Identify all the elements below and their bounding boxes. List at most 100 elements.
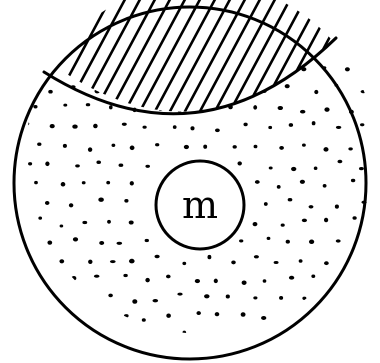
stipple-dot: [360, 123, 364, 126]
stipple-dot: [193, 354, 198, 358]
stipple-dot: [289, 276, 294, 280]
stipple-dot: [13, 69, 17, 72]
stipple-dot: [45, 201, 49, 205]
stipple-dot: [351, 257, 355, 260]
stipple-dot: [27, 243, 32, 246]
stipple-dot: [324, 218, 328, 222]
stipple-dot: [286, 240, 290, 244]
stipple-dot: [302, 219, 307, 223]
stipple-dot: [253, 105, 257, 109]
stipple-dot: [207, 335, 211, 340]
stipple-dot: [336, 126, 341, 129]
stipple-dot: [312, 121, 316, 125]
stipple-dot: [267, 237, 271, 240]
stipple-dot: [182, 331, 186, 335]
stipple-dot: [226, 295, 230, 299]
stipple-dot: [117, 242, 123, 245]
stipple-dot: [145, 278, 149, 282]
stipple-dot: [250, 334, 254, 338]
stipple-dot: [122, 351, 127, 355]
stipple-dot: [336, 239, 341, 242]
stipple-dot: [269, 167, 273, 170]
stipple-dot: [231, 260, 236, 264]
stipple-dot: [142, 126, 146, 129]
stipple-dot: [34, 333, 39, 337]
stipple-dot: [364, 239, 368, 243]
stipple-dot: [75, 164, 80, 167]
stipple-dot: [216, 350, 220, 353]
stipple-dot: [106, 181, 110, 185]
stipple-dot: [112, 144, 116, 147]
stipple-dot: [22, 275, 26, 278]
stipple-dot: [82, 181, 86, 184]
stipple-dot: [314, 312, 319, 316]
stipple-dot: [204, 294, 210, 298]
stipple-dot: [302, 332, 308, 336]
stipple-dot: [20, 201, 25, 205]
stipple-dot: [132, 299, 137, 304]
hatch-line: [280, 0, 355, 130]
stipple-dot: [314, 167, 318, 171]
stipple-dot: [241, 355, 246, 359]
stipple-dot: [50, 273, 54, 278]
stipple-dot: [153, 299, 159, 302]
stipple-dot: [28, 86, 32, 90]
stipple-dot: [124, 199, 128, 203]
stipple-dot: [324, 107, 329, 111]
stipple-dot: [71, 276, 76, 280]
stipple-dot: [95, 89, 100, 94]
stipple-dot: [253, 296, 257, 299]
stipple-dot: [278, 106, 283, 110]
stipple-dot: [38, 216, 42, 219]
stipple-dot: [171, 351, 175, 355]
stipple-dot: [195, 279, 200, 283]
stipple-dot: [122, 123, 127, 126]
stipple-dot: [316, 351, 320, 354]
stipple-dot: [243, 123, 247, 127]
stipple-dot: [72, 125, 77, 129]
stipple-dot: [63, 104, 67, 107]
stipple-dot: [279, 146, 284, 150]
stipple-dot: [351, 179, 355, 182]
stipple-dot: [239, 239, 243, 242]
stipple-dot: [62, 67, 66, 71]
stipple-dot: [83, 337, 88, 341]
stipple-dot: [108, 294, 113, 298]
stipple-dot: [87, 296, 92, 299]
stipple-dot: [173, 125, 177, 129]
stipple-dot: [190, 126, 194, 130]
stipple-dot: [285, 316, 289, 319]
stipple-dot: [130, 181, 134, 185]
stipple-dot: [361, 90, 366, 93]
stipple-dot: [110, 65, 115, 69]
stipple-dot: [263, 279, 267, 283]
stipple-dot: [274, 261, 279, 264]
stipple-dot: [291, 167, 296, 171]
stipple-dot: [88, 147, 92, 152]
stipple-dot: [345, 293, 349, 298]
hatch-line: [370, 0, 380, 130]
stipple-dot: [69, 203, 73, 207]
stipple-dot: [149, 357, 153, 361]
stipple-dot: [229, 66, 233, 70]
stipple-dot: [61, 182, 66, 187]
stipple-dot: [129, 259, 135, 264]
stipple-dot: [166, 313, 171, 317]
stipple-dot: [300, 180, 305, 184]
stipple-dot: [233, 145, 237, 149]
stipple-dot: [207, 255, 211, 259]
stipple-dot: [59, 259, 64, 263]
stipple-dot: [335, 205, 339, 209]
stipple-dot: [94, 275, 100, 278]
stipple-dot: [37, 68, 41, 72]
stipple-dot: [10, 216, 15, 220]
stipple-dot: [309, 240, 314, 245]
stipple-dot: [129, 220, 134, 224]
stipple-dot: [24, 312, 29, 316]
hatch-line: [355, 0, 380, 130]
stipple-dot: [215, 128, 220, 132]
stipple-dot: [348, 147, 352, 150]
stipple-dot: [215, 312, 220, 316]
stipple-dot: [15, 296, 20, 299]
stipple-dot: [99, 241, 104, 245]
